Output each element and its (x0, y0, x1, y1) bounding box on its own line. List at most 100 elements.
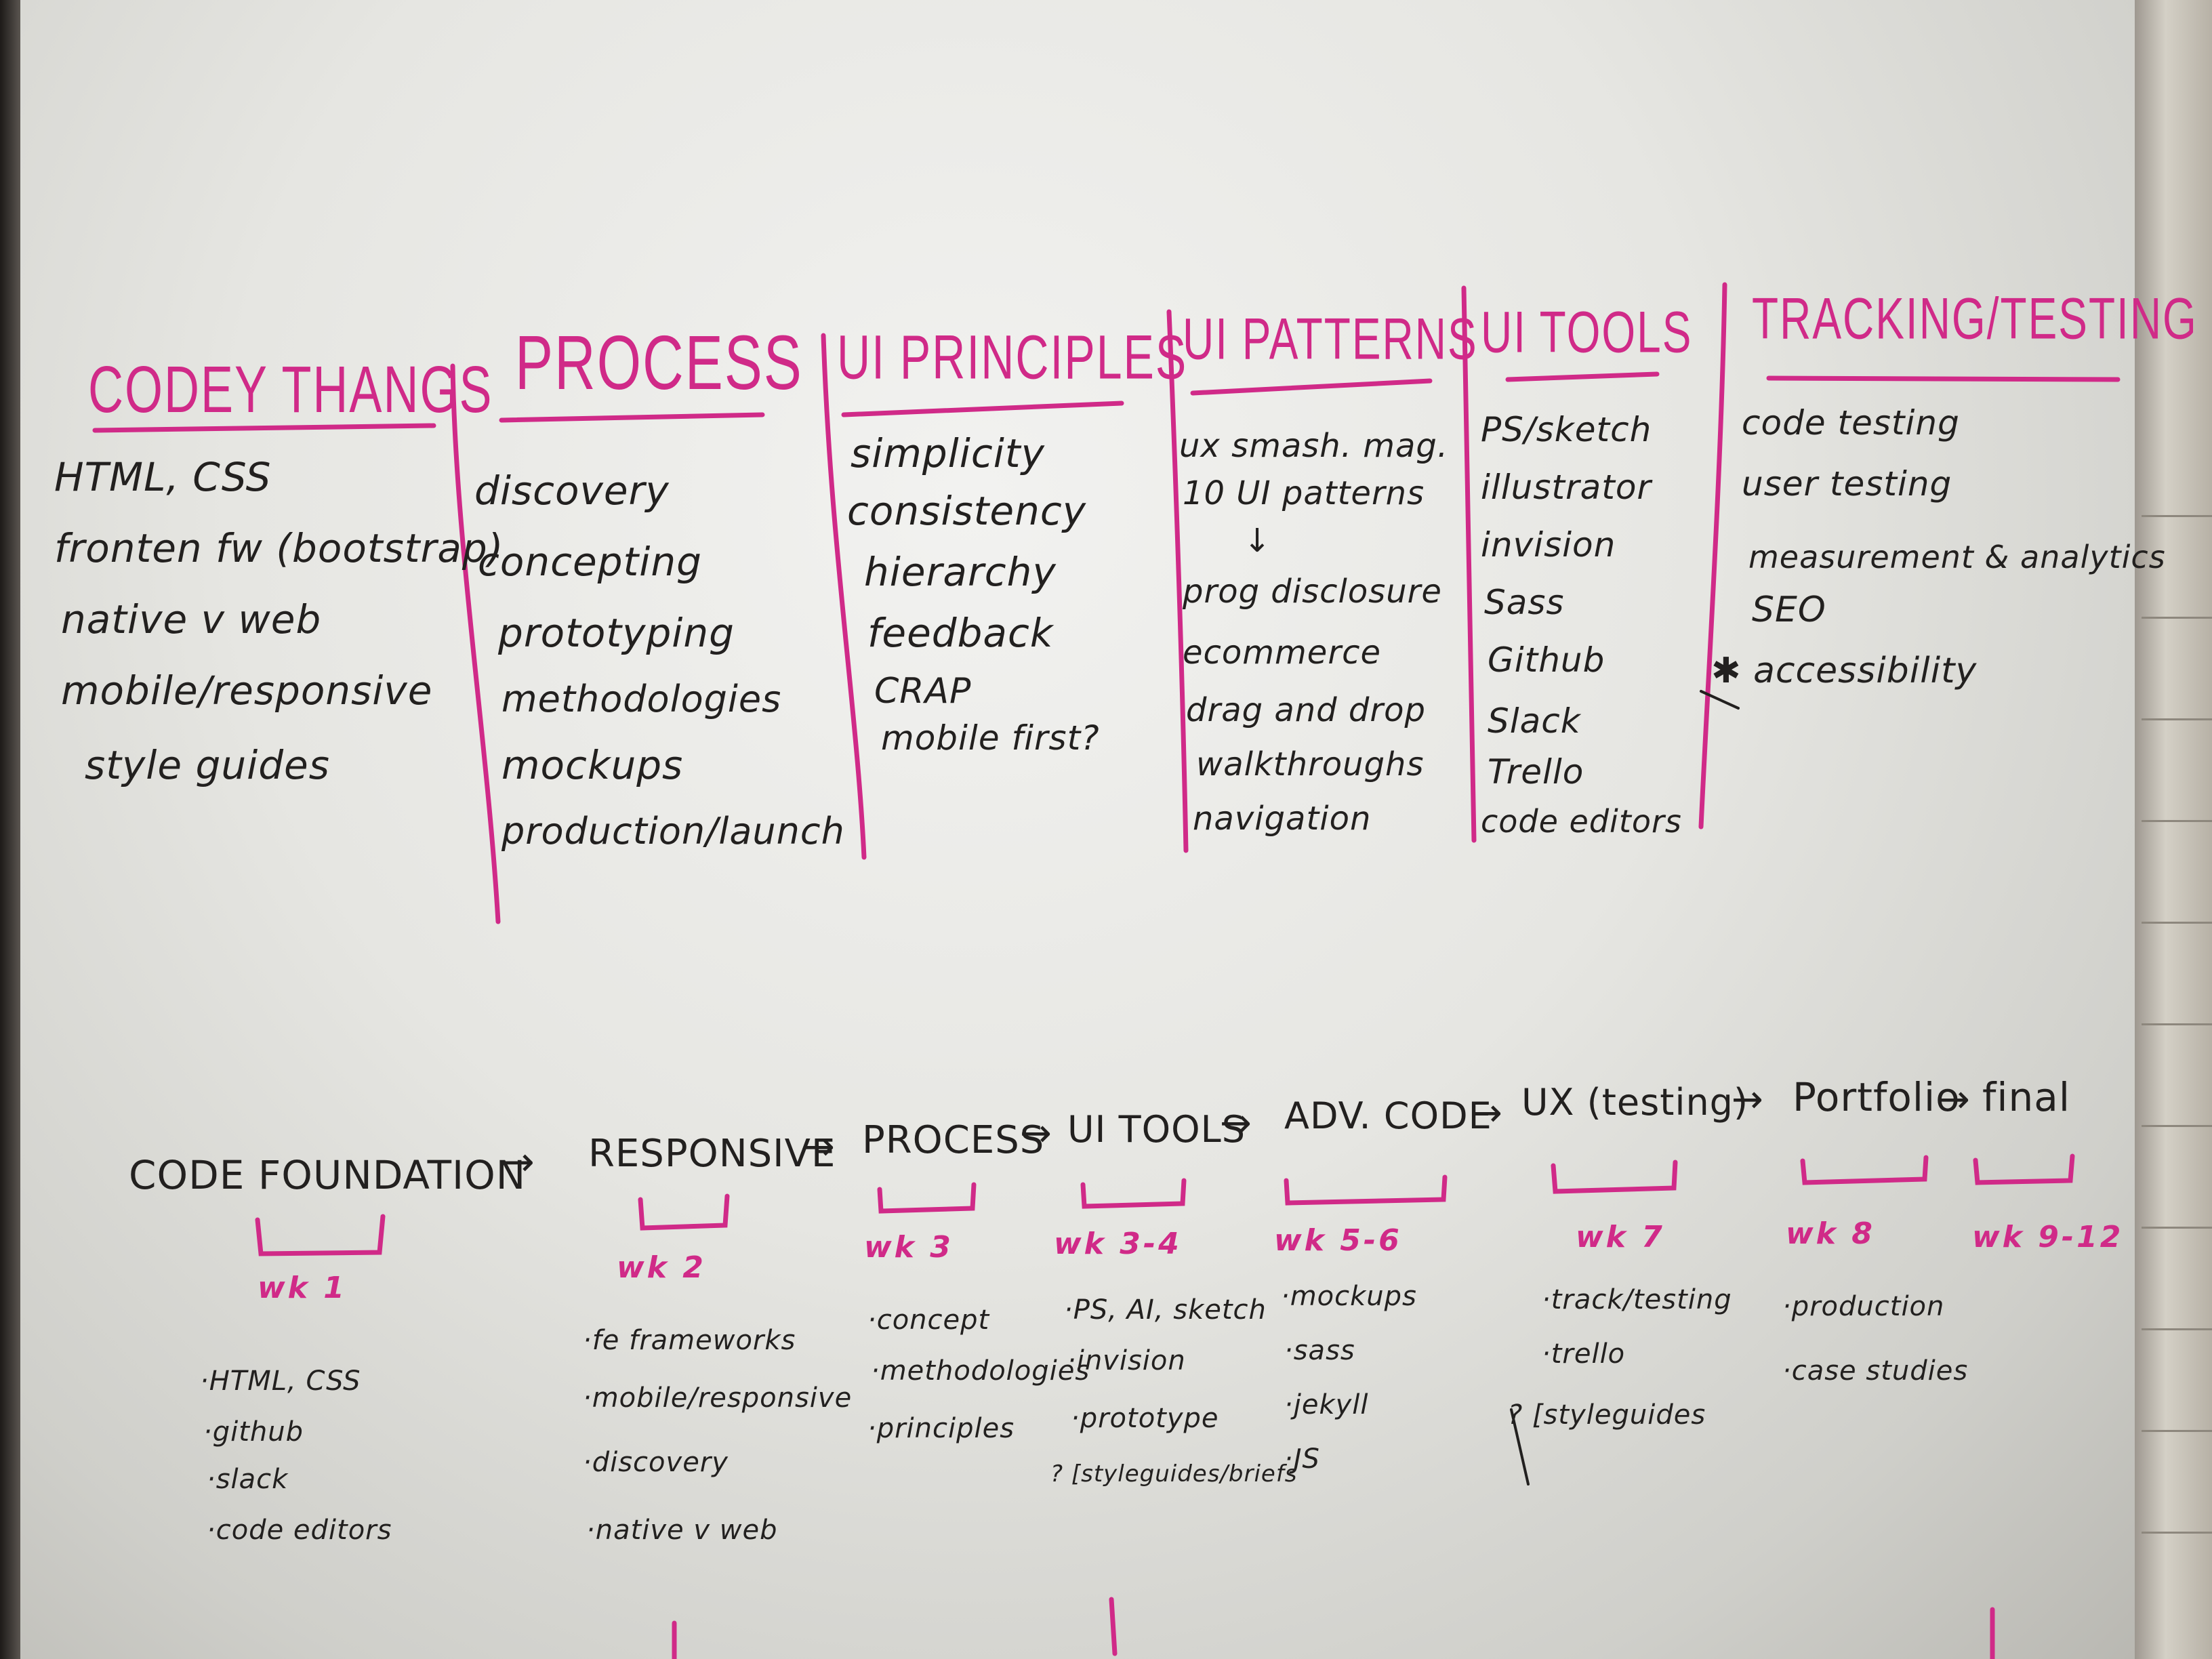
week-item: ·fe frameworks (583, 1325, 796, 1356)
week-bracket (1551, 1160, 1678, 1194)
week-label: wk 3-4 (1054, 1227, 1182, 1261)
list-item: methodologies (501, 678, 782, 720)
list-item: 10 UI patterns (1183, 474, 1425, 512)
timeline-stage: Portfolio (1793, 1074, 1961, 1120)
arrow-icon: → (501, 1139, 535, 1185)
list-item: user testing (1742, 464, 1952, 504)
week-item: ·mobile/responsive (583, 1382, 853, 1414)
week-bracket (1800, 1155, 1929, 1185)
list-item: SEO (1752, 590, 1826, 630)
week-item: ·sass (1284, 1335, 1355, 1366)
wall-tile (2142, 718, 2212, 822)
wall-tile (2142, 1532, 2212, 1635)
list-item: mockups (501, 742, 684, 788)
column-heading: CODEY THANGS (88, 353, 493, 427)
list-item: HTML, CSS (54, 454, 272, 500)
arrow-icon: → (1471, 1091, 1503, 1135)
week-item: ·trello (1542, 1338, 1626, 1370)
list-item: simplicity (851, 430, 1045, 476)
week-item: ·track/testing (1542, 1284, 1732, 1315)
heading-underline (1766, 375, 2121, 382)
column-heading: TRACKING/TESTING (1752, 285, 2198, 352)
heading-underline (499, 412, 765, 423)
bracket-mark (1510, 1408, 1530, 1486)
week-label: wk 5-6 (1274, 1223, 1402, 1258)
timeline-stage: CODE FOUNDATION (129, 1152, 527, 1198)
week-item: ·case studies (1782, 1355, 1969, 1387)
list-item: navigation (1193, 800, 1372, 838)
list-item: ✱ accessibility (1711, 651, 1978, 691)
week-item: ·slack (207, 1464, 289, 1495)
week-bracket (1973, 1153, 2075, 1185)
list-item: ux smash. mag. (1179, 427, 1449, 465)
week-label: wk 3 (864, 1230, 954, 1265)
week-item: ·native v web (586, 1515, 778, 1546)
week-bracket (638, 1193, 730, 1231)
list-item: CRAP (874, 671, 972, 712)
list-item: Slack (1488, 701, 1581, 741)
wall-tile (2142, 922, 2212, 1025)
column-heading: UI PRINCIPLES (837, 323, 1188, 392)
timeline-stage: PROCESS (862, 1118, 1045, 1162)
arrow-icon: → (803, 1125, 836, 1169)
week-item: ·methodologies (871, 1355, 1090, 1387)
list-item: Trello (1488, 752, 1584, 792)
timeline-stage: UX (testing) (1521, 1081, 1749, 1124)
week-item: ·prototype (1071, 1403, 1219, 1434)
timeline-stage: final (1982, 1074, 2070, 1120)
week-item: ·github (203, 1416, 304, 1448)
wall-tile (2142, 1328, 2212, 1432)
list-item: prototyping (498, 610, 735, 656)
week-label: wk 9-12 (1972, 1220, 2124, 1254)
wall-tile (2142, 1430, 2212, 1534)
whiteboard (20, 0, 2135, 1659)
tiled-wall (2135, 0, 2212, 1659)
list-item: feedback (867, 610, 1054, 656)
list-item: measurement & analytics (1748, 539, 2166, 575)
week-item: ·code editors (207, 1515, 392, 1546)
list-item: Github (1488, 640, 1605, 680)
timeline-stage: RESPONSIVE (588, 1132, 836, 1176)
column-divider (1698, 282, 1727, 830)
week-item: ·jekyll (1284, 1389, 1369, 1420)
list-item: code editors (1481, 803, 1682, 840)
timeline-stage: UI TOOLS (1067, 1108, 1246, 1151)
week-item: ·production (1782, 1291, 1945, 1322)
week-item: ·concept (867, 1305, 990, 1336)
week-label: wk 2 (617, 1250, 706, 1285)
list-item: walkthroughs (1196, 745, 1425, 783)
list-item: discovery (474, 468, 670, 514)
week-item: ? [styleguides (1508, 1399, 1706, 1431)
column-heading: UI PATTERNS (1183, 306, 1478, 372)
heading-underline (1505, 371, 1660, 382)
column-heading: UI TOOLS (1481, 299, 1693, 365)
column-heading: PROCESS (515, 319, 803, 406)
list-item: Sass (1484, 583, 1565, 622)
arrow-icon: → (1938, 1078, 1971, 1122)
arrow-icon: ↓ (1244, 522, 1272, 560)
week-bracket (1080, 1178, 1187, 1209)
column-divider (1166, 309, 1189, 853)
week-item: ·HTML, CSS (200, 1366, 361, 1397)
list-item: prog disclosure (1183, 573, 1442, 611)
heading-underline (92, 423, 436, 433)
list-item: production/launch (501, 810, 845, 853)
list-item: style guides (85, 742, 330, 788)
arrow-icon: → (1020, 1111, 1052, 1155)
week-item: ·principles (867, 1413, 1015, 1444)
list-item: mobile first? (881, 718, 1100, 758)
wall-tile (2142, 1227, 2212, 1330)
week-item: ·PS, AI, sketch (1064, 1294, 1267, 1326)
wall-tile (2142, 515, 2212, 619)
list-item: illustrator (1481, 468, 1652, 507)
wall-tile (2142, 820, 2212, 924)
wall-tile (2142, 1125, 2212, 1229)
list-item: mobile/responsive (61, 668, 433, 714)
week-item: ·JS (1284, 1443, 1320, 1475)
star-mark (1700, 690, 1740, 710)
list-item: native v web (61, 596, 322, 642)
bottom-bracket-tick (1109, 1597, 1118, 1656)
timeline-stage: ADV. CODE (1284, 1094, 1492, 1137)
week-item: ·invision (1067, 1345, 1186, 1376)
